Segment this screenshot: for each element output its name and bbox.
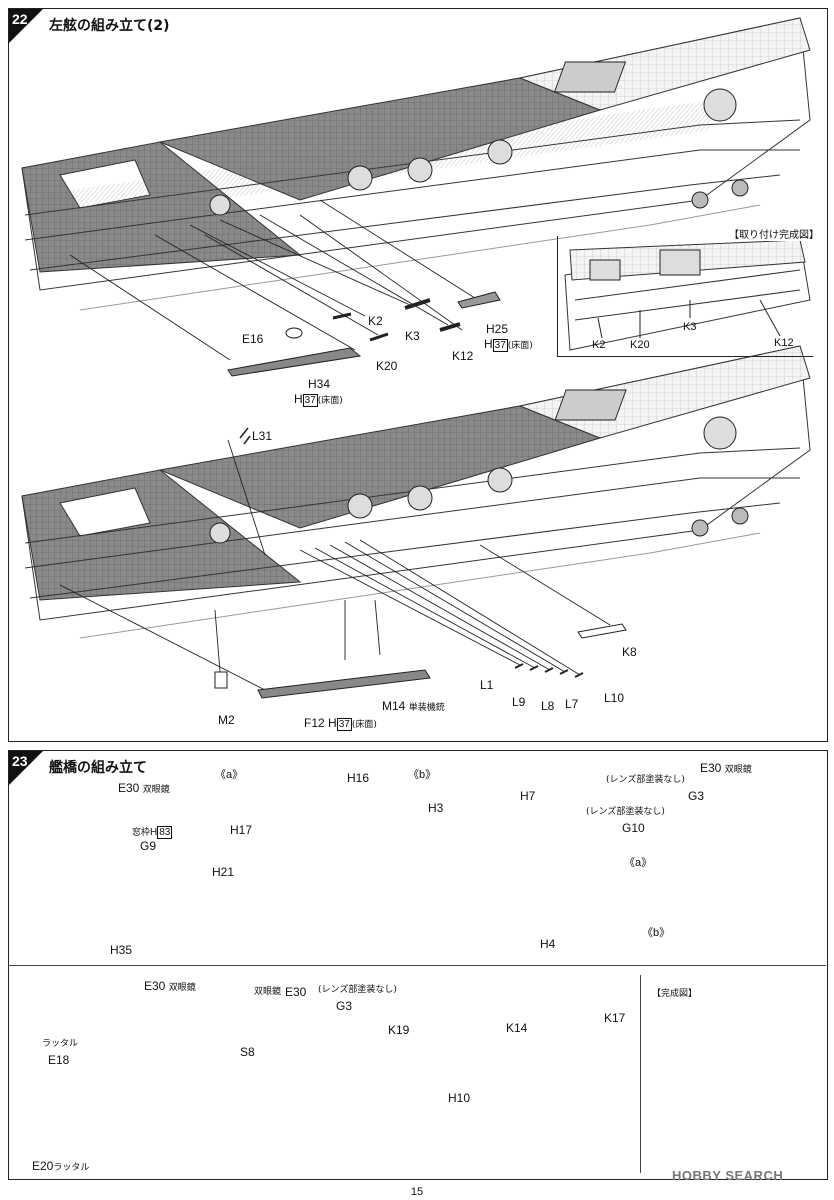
label-k8: K8 — [622, 645, 637, 659]
inset-frame — [557, 236, 813, 357]
label-g10: G10 — [622, 821, 645, 835]
label-k19: K19 — [388, 1023, 410, 1037]
label-m2: M2 — [218, 713, 235, 727]
label-lens-note-3: (レンズ部塗装なし) — [318, 985, 397, 995]
inset-label-k12: K12 — [774, 337, 794, 349]
sub-a-label: 《a》 — [215, 769, 244, 781]
label-e18: E18 — [48, 1053, 70, 1067]
inset-label-k3: K3 — [683, 321, 697, 333]
label-k14: K14 — [506, 1021, 528, 1035]
row-divider — [8, 965, 826, 966]
label-h7: H7 — [520, 789, 536, 803]
label-bino: 双眼鏡 — [254, 987, 282, 997]
inset-title: 【取り付け完成図】 — [729, 226, 819, 241]
ship-hull-a — [21, 17, 811, 311]
ref-b-label: 《b》 — [642, 927, 671, 939]
label-l1: L1 — [480, 678, 494, 692]
label-g3: G3 — [688, 789, 705, 803]
label-h17: H17 — [230, 823, 253, 837]
label-l7: L7 — [565, 697, 579, 711]
label-e30-b: E30 双眼鏡 — [700, 761, 752, 775]
step-badge — [9, 751, 43, 785]
ship-hull-b — [21, 345, 811, 639]
inset-drawing — [564, 239, 811, 351]
parts-a — [227, 291, 501, 377]
label-e20: E20ラッタル — [32, 1159, 90, 1173]
sub-b-label: 《b》 — [408, 769, 437, 781]
column-divider — [640, 975, 641, 1173]
label-h4: H4 — [540, 937, 556, 951]
parts-b — [214, 427, 627, 699]
label-g3-r2: G3 — [336, 999, 353, 1013]
label-e30: E30 双眼鏡 — [118, 781, 170, 795]
label-ladder-1: ラッタル — [42, 1039, 79, 1049]
label-l31: L31 — [252, 429, 273, 443]
label-k2: K2 — [368, 314, 383, 328]
step-number: 22 — [12, 11, 28, 27]
inset-label-k2: K2 — [592, 339, 606, 351]
label-complete: 【完成図】 — [652, 989, 698, 999]
label-h34: H34 — [308, 377, 331, 391]
label-e30-r2-mid: E30 — [285, 985, 307, 999]
label-k20: K20 — [376, 359, 398, 373]
label-k12: K12 — [452, 349, 474, 363]
label-e30-r2: E30 双眼鏡 — [144, 979, 196, 993]
label-k3: K3 — [405, 329, 420, 343]
label-k17: K17 — [604, 1011, 626, 1025]
step-title: 左舷の組み立て(2) — [49, 18, 170, 34]
label-h16: H16 — [347, 771, 370, 785]
inset-label-k20: K20 — [630, 339, 650, 351]
label-l9: L9 — [512, 695, 526, 709]
label-h3: H3 — [428, 801, 444, 815]
leader-lines-a — [69, 199, 479, 361]
label-h35: H35 — [110, 943, 133, 957]
label-lens-note-2: (レンズ部塗装なし) — [586, 807, 665, 817]
watermark: HOBBY SEARCH — [672, 1168, 784, 1183]
label-l8: L8 — [541, 699, 555, 713]
label-h10: H10 — [448, 1091, 471, 1105]
label-g9: G9 — [140, 839, 157, 853]
step-badge — [9, 9, 43, 43]
label-h21: H21 — [212, 865, 235, 879]
page-number: 15 — [410, 1186, 424, 1198]
label-s8: S8 — [240, 1045, 255, 1059]
step-title: 艦橋の組み立て — [49, 760, 147, 776]
label-lens-note-1: (レンズ部塗装なし) — [606, 775, 685, 785]
step-number: 23 — [12, 753, 28, 769]
ref-a-label: 《a》 — [624, 857, 653, 869]
label-m14: M14 単装機銃 — [382, 699, 445, 713]
label-e16: E16 — [242, 332, 264, 346]
leader-lines-b — [59, 439, 611, 691]
label-h25: H25 — [486, 322, 509, 336]
label-l10: L10 — [604, 691, 625, 705]
